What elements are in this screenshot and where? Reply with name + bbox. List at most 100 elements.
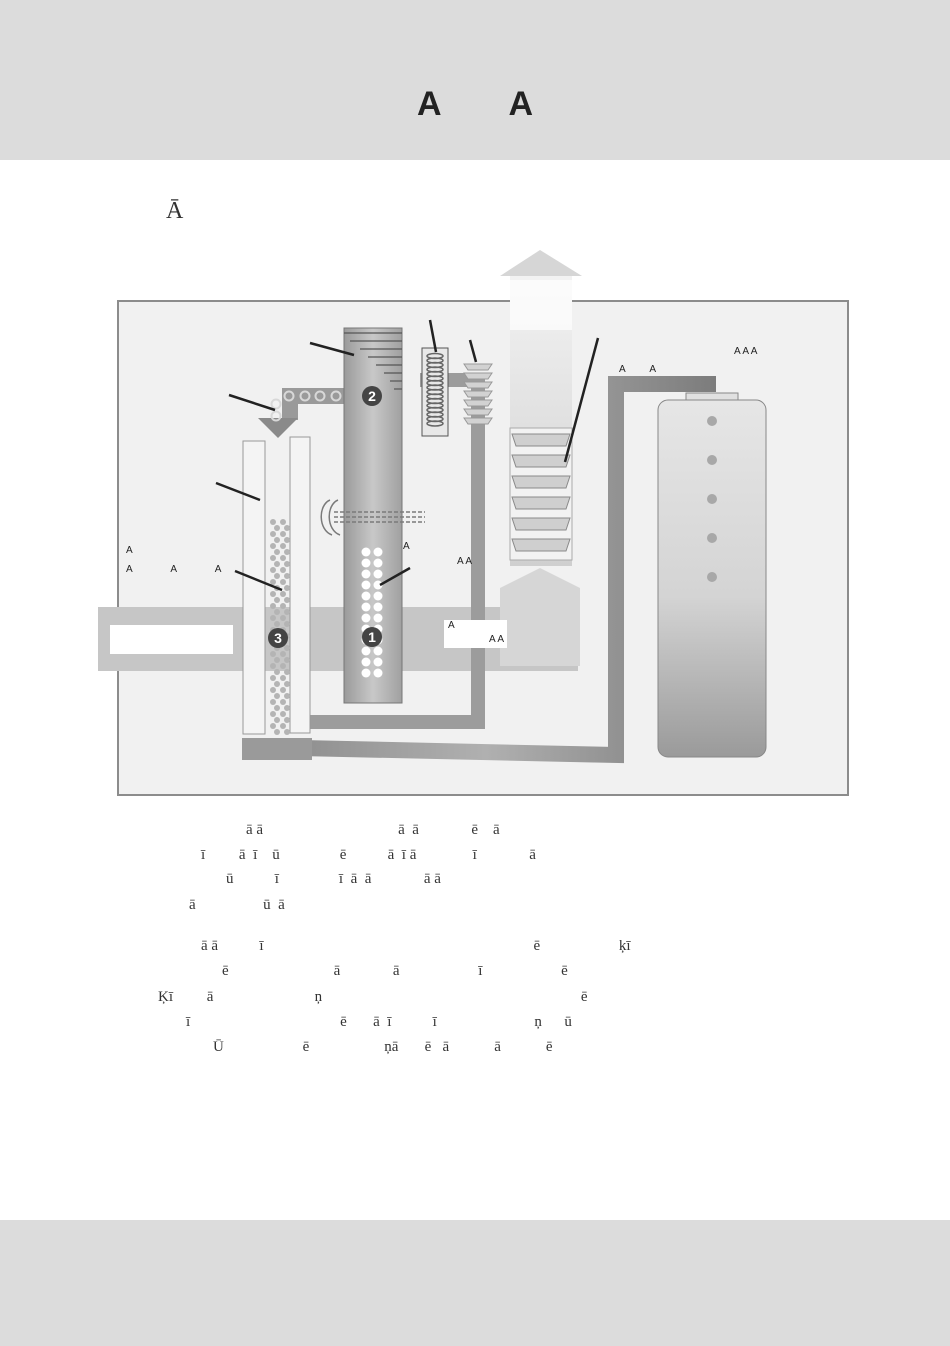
- absorber-dot: [284, 585, 290, 591]
- tray: [511, 538, 571, 552]
- absorber-dot: [270, 699, 276, 705]
- absorber-dot: [280, 651, 286, 657]
- para2-line1: ā ā ī ē ķī: [201, 938, 631, 954]
- absorber-dot: [270, 591, 276, 597]
- absorber-dot: [274, 573, 280, 579]
- absorber-dot: [270, 675, 276, 681]
- marker-2-text: 2: [368, 388, 376, 404]
- absorber-dot: [280, 555, 286, 561]
- tray: [511, 475, 571, 489]
- absorber-dot: [280, 615, 286, 621]
- column-dot: [373, 657, 383, 667]
- absorber-dot: [280, 663, 286, 669]
- para2-line3: Ķī ā ņ ē: [158, 989, 588, 1005]
- column-dot: [373, 569, 383, 579]
- marker-3: 3: [268, 628, 288, 648]
- label-box-1: A: [448, 620, 455, 631]
- absorber-dot: [284, 573, 290, 579]
- absorber-dot: [284, 705, 290, 711]
- para2-line5: Ū ē ņā ē ā ā ē: [213, 1039, 553, 1055]
- upward-arrow: [500, 568, 580, 666]
- fin: [463, 390, 493, 398]
- column-dot: [373, 547, 383, 557]
- label-box: [444, 620, 507, 648]
- heater-element: [320, 499, 425, 536]
- return-pipe-inner: [300, 373, 485, 729]
- fin: [463, 417, 493, 425]
- absorber-dot: [284, 621, 290, 627]
- label-right-of-column: A A: [457, 556, 472, 567]
- inlet-box: [110, 625, 233, 654]
- column-dot: [361, 569, 371, 579]
- absorber-dot: [274, 549, 280, 555]
- absorber-dot: [270, 711, 276, 717]
- column-dot: [361, 558, 371, 568]
- para1-line3: ū ī ī ā ā ā ā: [226, 871, 441, 887]
- para2-line2: ē ā ā ī ē: [222, 963, 568, 979]
- tray: [511, 454, 571, 468]
- absorber-dot: [270, 555, 276, 561]
- column-dot: [361, 602, 371, 612]
- marker-1-text: 1: [368, 629, 376, 645]
- absorber-dot: [280, 543, 286, 549]
- return-pipe-outer: [254, 376, 716, 764]
- absorber-dot: [280, 567, 286, 573]
- column-dot: [361, 646, 371, 656]
- column-dot: [373, 558, 383, 568]
- absorber-dot: [270, 687, 276, 693]
- absorber-dot: [274, 657, 280, 663]
- label-tube: A A: [619, 364, 656, 375]
- marker-2: 2: [362, 386, 382, 406]
- absorber-dot: [270, 579, 276, 585]
- trays: [511, 433, 571, 552]
- absorber-dot: [270, 723, 276, 729]
- absorber-dot: [270, 663, 276, 669]
- footer-band: [0, 1220, 950, 1346]
- absorber-dot: [284, 657, 290, 663]
- column-dot: [373, 580, 383, 590]
- absorber-dot: [274, 525, 280, 531]
- leader-lines: [215, 319, 600, 592]
- absorber-dot: [284, 537, 290, 543]
- para1-line2: ī ā ī ū ē ā ī ā ī ā: [201, 847, 536, 863]
- absorber-dot: [284, 729, 290, 735]
- absorber-dot: [274, 597, 280, 603]
- absorber-dot: [284, 669, 290, 675]
- absorber-left-panel: [242, 440, 266, 735]
- fin: [463, 399, 493, 407]
- absorber-dot: [284, 597, 290, 603]
- absorber-dot: [284, 717, 290, 723]
- down-arrow: [258, 418, 298, 438]
- column-dot: [373, 602, 383, 612]
- absorber-dot: [274, 621, 280, 627]
- para1-line1: ā ā ā ā ē ā: [246, 822, 500, 838]
- absorber-dot: [284, 681, 290, 687]
- column-dot: [373, 668, 383, 678]
- para2-line4: ī ē ā ī ī ņ ū: [186, 1014, 572, 1030]
- absorber-dot: [274, 681, 280, 687]
- absorber-dot: [274, 609, 280, 615]
- label-left-2: A A A: [126, 564, 222, 575]
- coil: [426, 352, 444, 427]
- label-center: A: [403, 541, 410, 552]
- column-dot: [373, 646, 383, 656]
- coil-box: [421, 347, 449, 437]
- absorber-dot: [280, 519, 286, 525]
- marker-1: 1: [362, 627, 382, 647]
- absorber-right-panel: [289, 436, 311, 734]
- column-dot: [361, 591, 371, 601]
- column-dot: [361, 613, 371, 623]
- absorber-dot: [270, 543, 276, 549]
- page-title: A A: [416, 85, 534, 123]
- absorber-dot: [280, 579, 286, 585]
- absorber-dot: [270, 603, 276, 609]
- tray: [511, 433, 571, 447]
- fin-stack: [463, 363, 493, 425]
- header-band: [0, 0, 950, 160]
- absorber-dot: [280, 687, 286, 693]
- absorber-dot: [274, 717, 280, 723]
- absorber-dot: [284, 549, 290, 555]
- column-dot: [361, 547, 371, 557]
- top-pipe-holes: [270, 390, 342, 422]
- fin: [463, 408, 493, 416]
